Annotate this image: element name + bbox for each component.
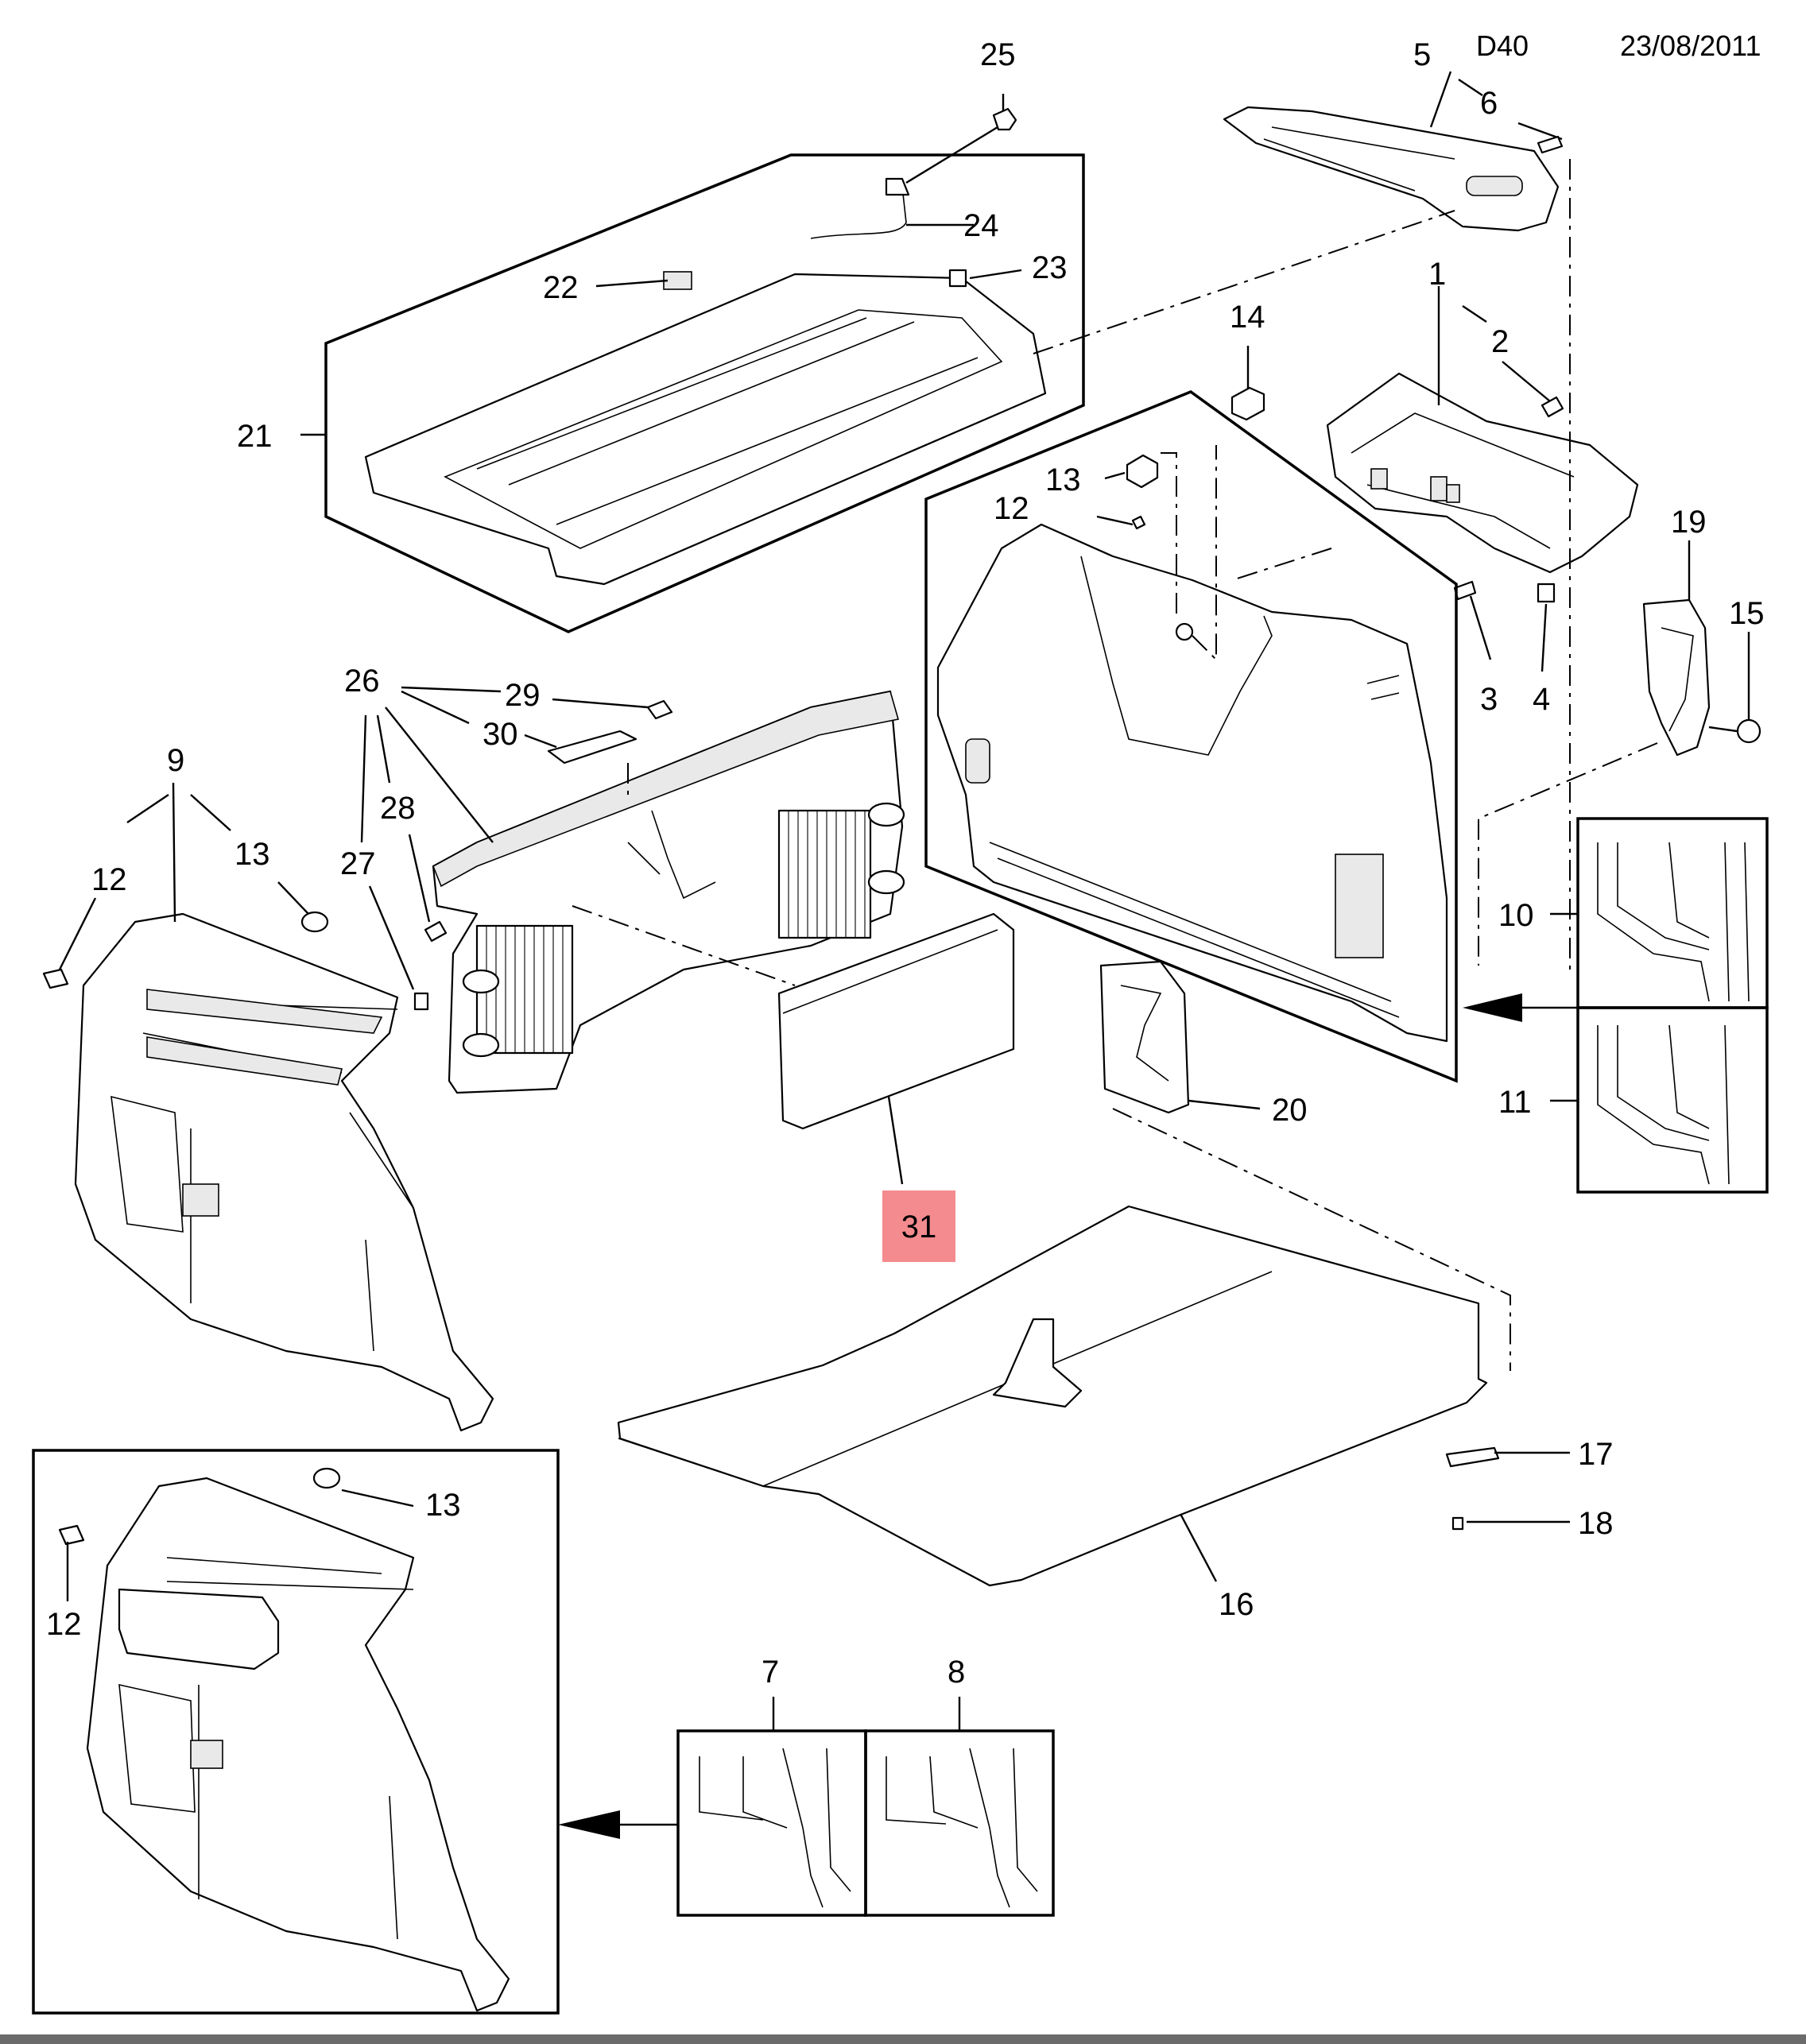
callout-13-lh: 13 — [234, 837, 270, 872]
vent-grille-right — [777, 809, 872, 939]
rh-side-trim-panel — [936, 523, 1448, 1043]
callout-5: 5 — [1413, 37, 1431, 72]
cargo-cover-panel — [364, 273, 1047, 586]
callout-20: 20 — [1272, 1093, 1308, 1128]
clip-part-14 — [1230, 386, 1265, 421]
clip-part-28 — [424, 920, 448, 943]
arrow-rh-panel — [1463, 993, 1522, 1022]
callout-29: 29 — [505, 678, 541, 713]
nut-part-4 — [1537, 583, 1556, 603]
callout-12-lh: 12 — [91, 862, 127, 897]
panel-group-31: 31 — [777, 912, 1015, 1262]
arrow-lh-panel — [558, 1810, 620, 1839]
lh-side-trim-part-9 — [74, 912, 494, 1432]
callout-27: 27 — [340, 846, 376, 881]
screw-part-3 — [1453, 580, 1477, 601]
callout-25: 25 — [980, 37, 1016, 72]
clip-part-12-rh — [1175, 622, 1194, 641]
callout-15: 15 — [1729, 596, 1765, 631]
upper-trim-panel-5 — [1223, 106, 1560, 232]
highlight-box-31 — [882, 1190, 955, 1262]
callout-28: 28 — [380, 791, 416, 826]
callout-16: 16 — [1219, 1587, 1254, 1622]
callout-12-rh: 12 — [994, 491, 1029, 526]
callout-30: 30 — [483, 717, 518, 752]
callout-11: 11 — [1498, 1085, 1532, 1120]
callout-12-detail: 12 — [46, 1607, 82, 1642]
callout-23: 23 — [1032, 250, 1068, 285]
floor-handle — [992, 1318, 1083, 1408]
callout-3: 3 — [1480, 682, 1498, 717]
cargo-cover-group — [300, 94, 1085, 633]
spring-part-29 — [646, 699, 673, 720]
bracket-part-17 — [1445, 1446, 1500, 1468]
callout-26: 26 — [344, 664, 380, 699]
callout-13-detail: 13 — [425, 1488, 461, 1523]
lh-detail-group — [32, 1449, 560, 2015]
bracket-part-1 — [1326, 372, 1639, 574]
rh-panel-frame — [924, 390, 1458, 1083]
callout-8: 8 — [948, 1655, 965, 1690]
load-floor-group — [617, 1108, 1570, 1587]
callout-19: 19 — [1671, 505, 1707, 540]
inset-frame-10 — [1576, 817, 1769, 1009]
latch-group — [1478, 159, 1761, 970]
screw-part-12-rh — [1131, 515, 1146, 530]
bottom-bar — [0, 2034, 1806, 2044]
inset-10-11-group — [1463, 817, 1769, 1194]
rh-side-panel-group — [924, 390, 1458, 1083]
plug-part-13-rh — [1126, 454, 1159, 489]
callout-13-rh: 13 — [1045, 463, 1081, 497]
callout-1: 1 — [1428, 257, 1446, 292]
screw-part-6 — [1537, 135, 1564, 154]
inset-frame-7 — [676, 1729, 867, 1917]
nut-part-15 — [1736, 718, 1761, 744]
sill-trim-group — [360, 686, 905, 1094]
dash-cover-to-trim — [1033, 210, 1455, 354]
strap-part-24 — [810, 186, 907, 239]
cargo-bin-part-20 — [1099, 960, 1190, 1114]
inset-7-8-group — [558, 1697, 1055, 1917]
lh-side-trim-group — [42, 782, 494, 1432]
panel-part-31 — [777, 912, 1015, 1130]
plate-part-30 — [547, 730, 638, 765]
cargo-cover-frame — [324, 153, 1085, 633]
latch-part-19 — [1642, 598, 1711, 757]
diagram-code: D40 — [1476, 29, 1529, 62]
callout-17: 17 — [1578, 1437, 1614, 1472]
clip-part-23 — [948, 269, 967, 288]
callout-2: 2 — [1491, 324, 1509, 359]
callout-9: 9 — [167, 743, 184, 778]
clip-part-22 — [663, 271, 692, 290]
inset-frame-8 — [864, 1729, 1055, 1917]
lh-side-trim-detail — [86, 1477, 510, 2012]
callout-22: 22 — [543, 270, 579, 305]
callout-4: 4 — [1533, 682, 1550, 717]
upper-trim-group — [1223, 71, 1564, 232]
clip-part-2 — [1541, 396, 1564, 418]
clip-part-12-lh — [42, 968, 69, 989]
clip-part-27 — [413, 992, 429, 1011]
plug-part-13-lh — [300, 911, 329, 933]
callout-labels: 25 5 6 24 23 22 1 2 14 21 13 12 19 15 3 … — [46, 37, 1765, 1690]
cargo-bin-group — [1099, 960, 1261, 1114]
callout-18: 18 — [1578, 1506, 1614, 1541]
dash-bracket-to-panel — [1231, 548, 1332, 581]
inset-frame-11 — [1576, 1006, 1769, 1194]
callout-21: 21 — [237, 419, 273, 454]
hook-part-24 — [885, 177, 910, 196]
callout-14: 14 — [1230, 300, 1265, 335]
bracket-group — [1230, 286, 1639, 672]
diagram-date: 23/08/2011 — [1620, 29, 1761, 62]
callout-31: 31 — [901, 1210, 937, 1245]
lh-detail-frame — [32, 1449, 560, 2015]
storage-box-detail — [118, 1588, 280, 1670]
callout-24: 24 — [963, 208, 999, 243]
callout-6: 6 — [1480, 86, 1498, 121]
callout-10: 10 — [1498, 898, 1534, 933]
callout-7: 7 — [762, 1655, 779, 1690]
screw-part-18 — [1451, 1516, 1464, 1531]
